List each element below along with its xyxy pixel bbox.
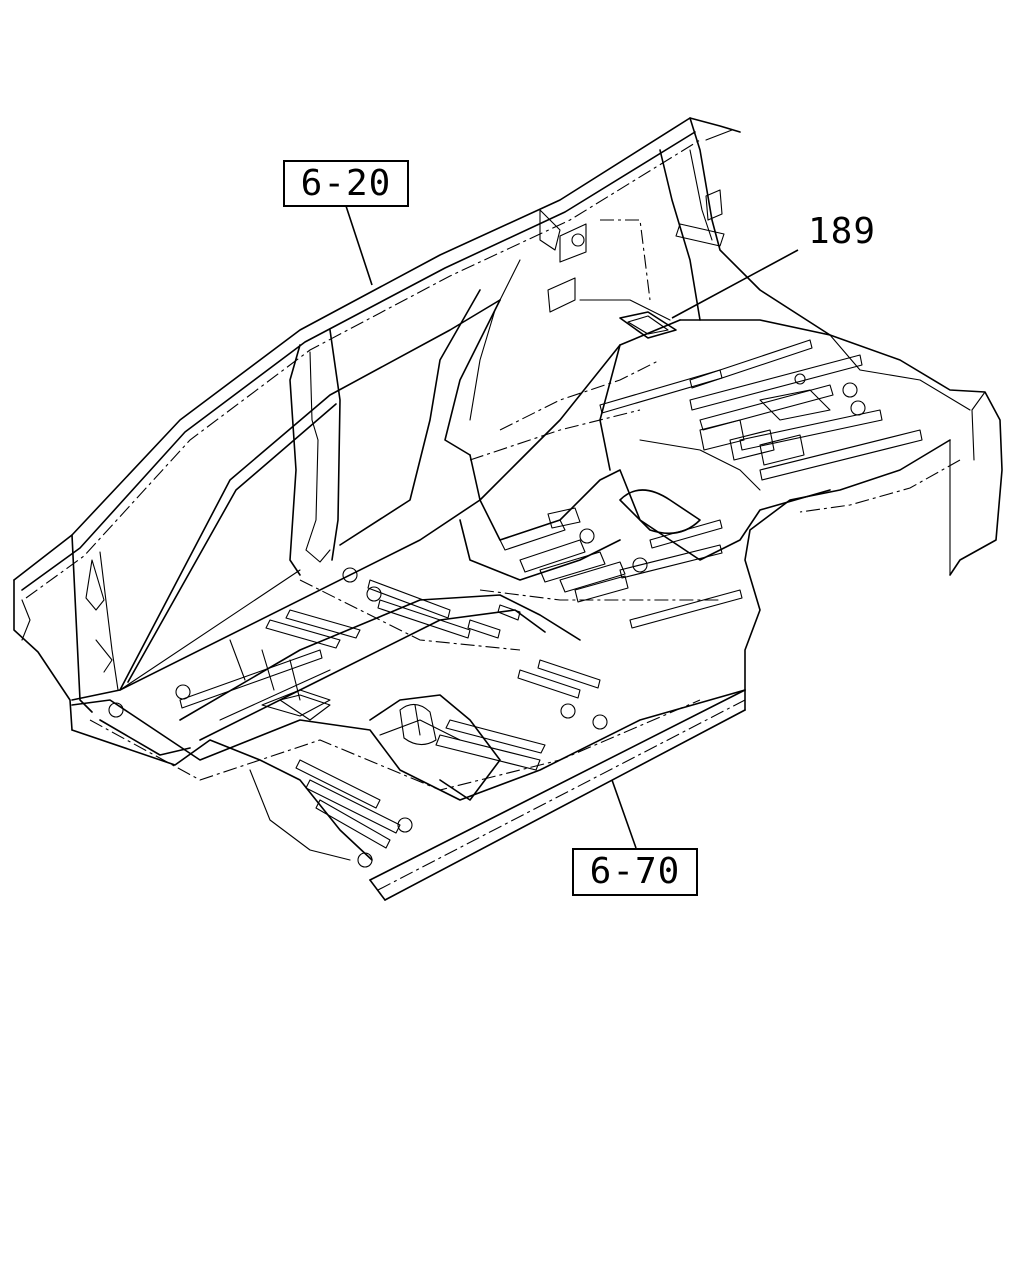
callout-189-label: 189 [808,211,877,252]
callout-189[interactable]: 189 [808,214,876,250]
leader-line-6-70 [611,779,637,849]
callout-6-70-label: 6-70 [589,851,681,892]
leader-line-189 [671,249,799,319]
leader-line-6-20 [345,205,373,286]
callout-6-20[interactable]: 6-20 [283,160,409,207]
floor-panel [71,233,1003,901]
callout-6-20-label: 6-20 [300,162,392,204]
callout-6-70[interactable]: 6-70 [572,848,698,896]
upper-body-frame [13,117,831,731]
